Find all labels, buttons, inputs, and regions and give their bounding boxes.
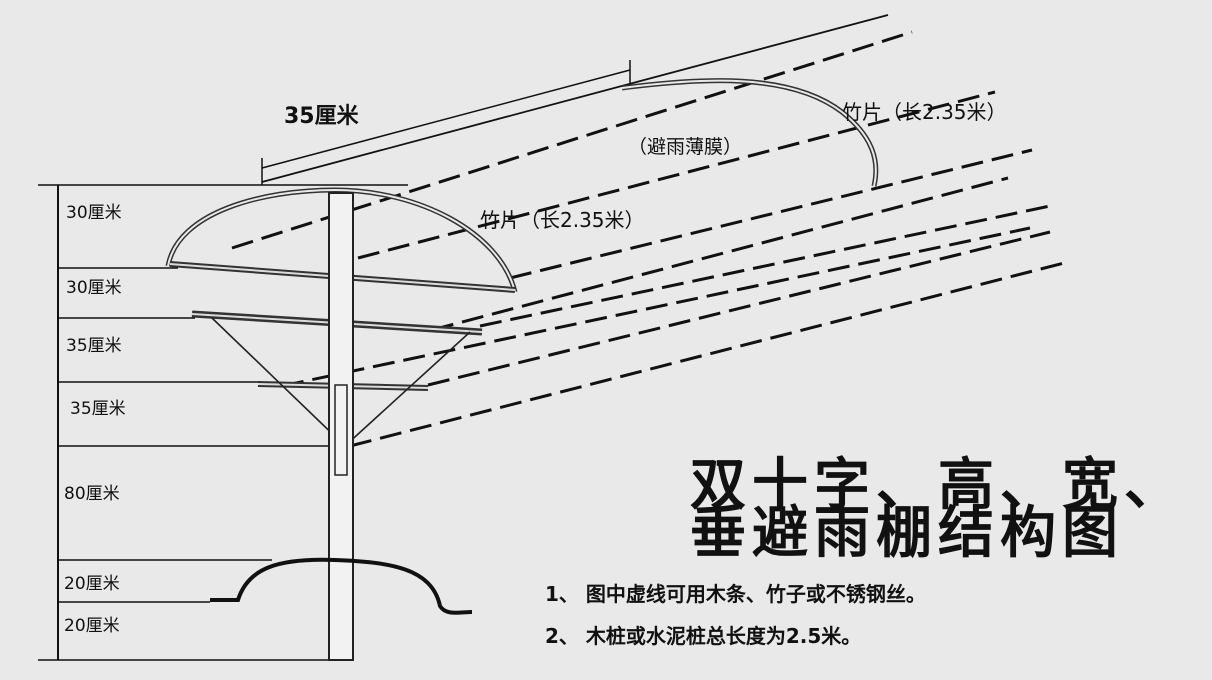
diagram-title-line1: 双十字、高、宽、 (690, 453, 1186, 518)
level-label-7: 20厘米 (64, 616, 120, 636)
post (328, 192, 354, 661)
level-label-4: 35厘米 (70, 399, 126, 419)
v-wire-left (211, 317, 346, 447)
level-label-6: 20厘米 (64, 574, 120, 594)
top-width-label: 35厘米 (284, 104, 359, 129)
ground-mound (210, 557, 473, 615)
dashed-line (349, 260, 1069, 448)
diagram-title-line2: 垂避雨棚结构图 (690, 501, 1124, 566)
dashed-line (427, 230, 1051, 387)
bamboo-near-label: 竹片（长2.35米） (480, 208, 645, 232)
film-label: （避雨薄膜） (628, 136, 743, 158)
dashed-line (509, 148, 1033, 280)
note-1: 1、 图中虚线可用木条、竹子或不锈钢丝。 (545, 582, 926, 606)
level-label-2: 30厘米 (66, 278, 122, 298)
post-bracket (334, 384, 348, 476)
dashed-line (431, 176, 1009, 332)
level-label-1: 30厘米 (66, 203, 122, 223)
top-width-dimension-line (261, 69, 631, 169)
dashed-line (281, 226, 1031, 388)
note-2: 2、 木桩或水泥桩总长度为2.5米。 (545, 624, 862, 648)
dashed-line (357, 90, 996, 260)
dashed-line (479, 204, 1051, 328)
level-label-5: 80厘米 (64, 484, 120, 504)
v-wire-right (344, 331, 471, 447)
level-label-3: 35厘米 (66, 336, 122, 356)
dashed-line (231, 30, 913, 250)
ridge-line (261, 14, 889, 183)
dashed-support-lines (231, 30, 1069, 448)
bamboo-far-label: 竹片（长2.35米） (842, 100, 1007, 124)
